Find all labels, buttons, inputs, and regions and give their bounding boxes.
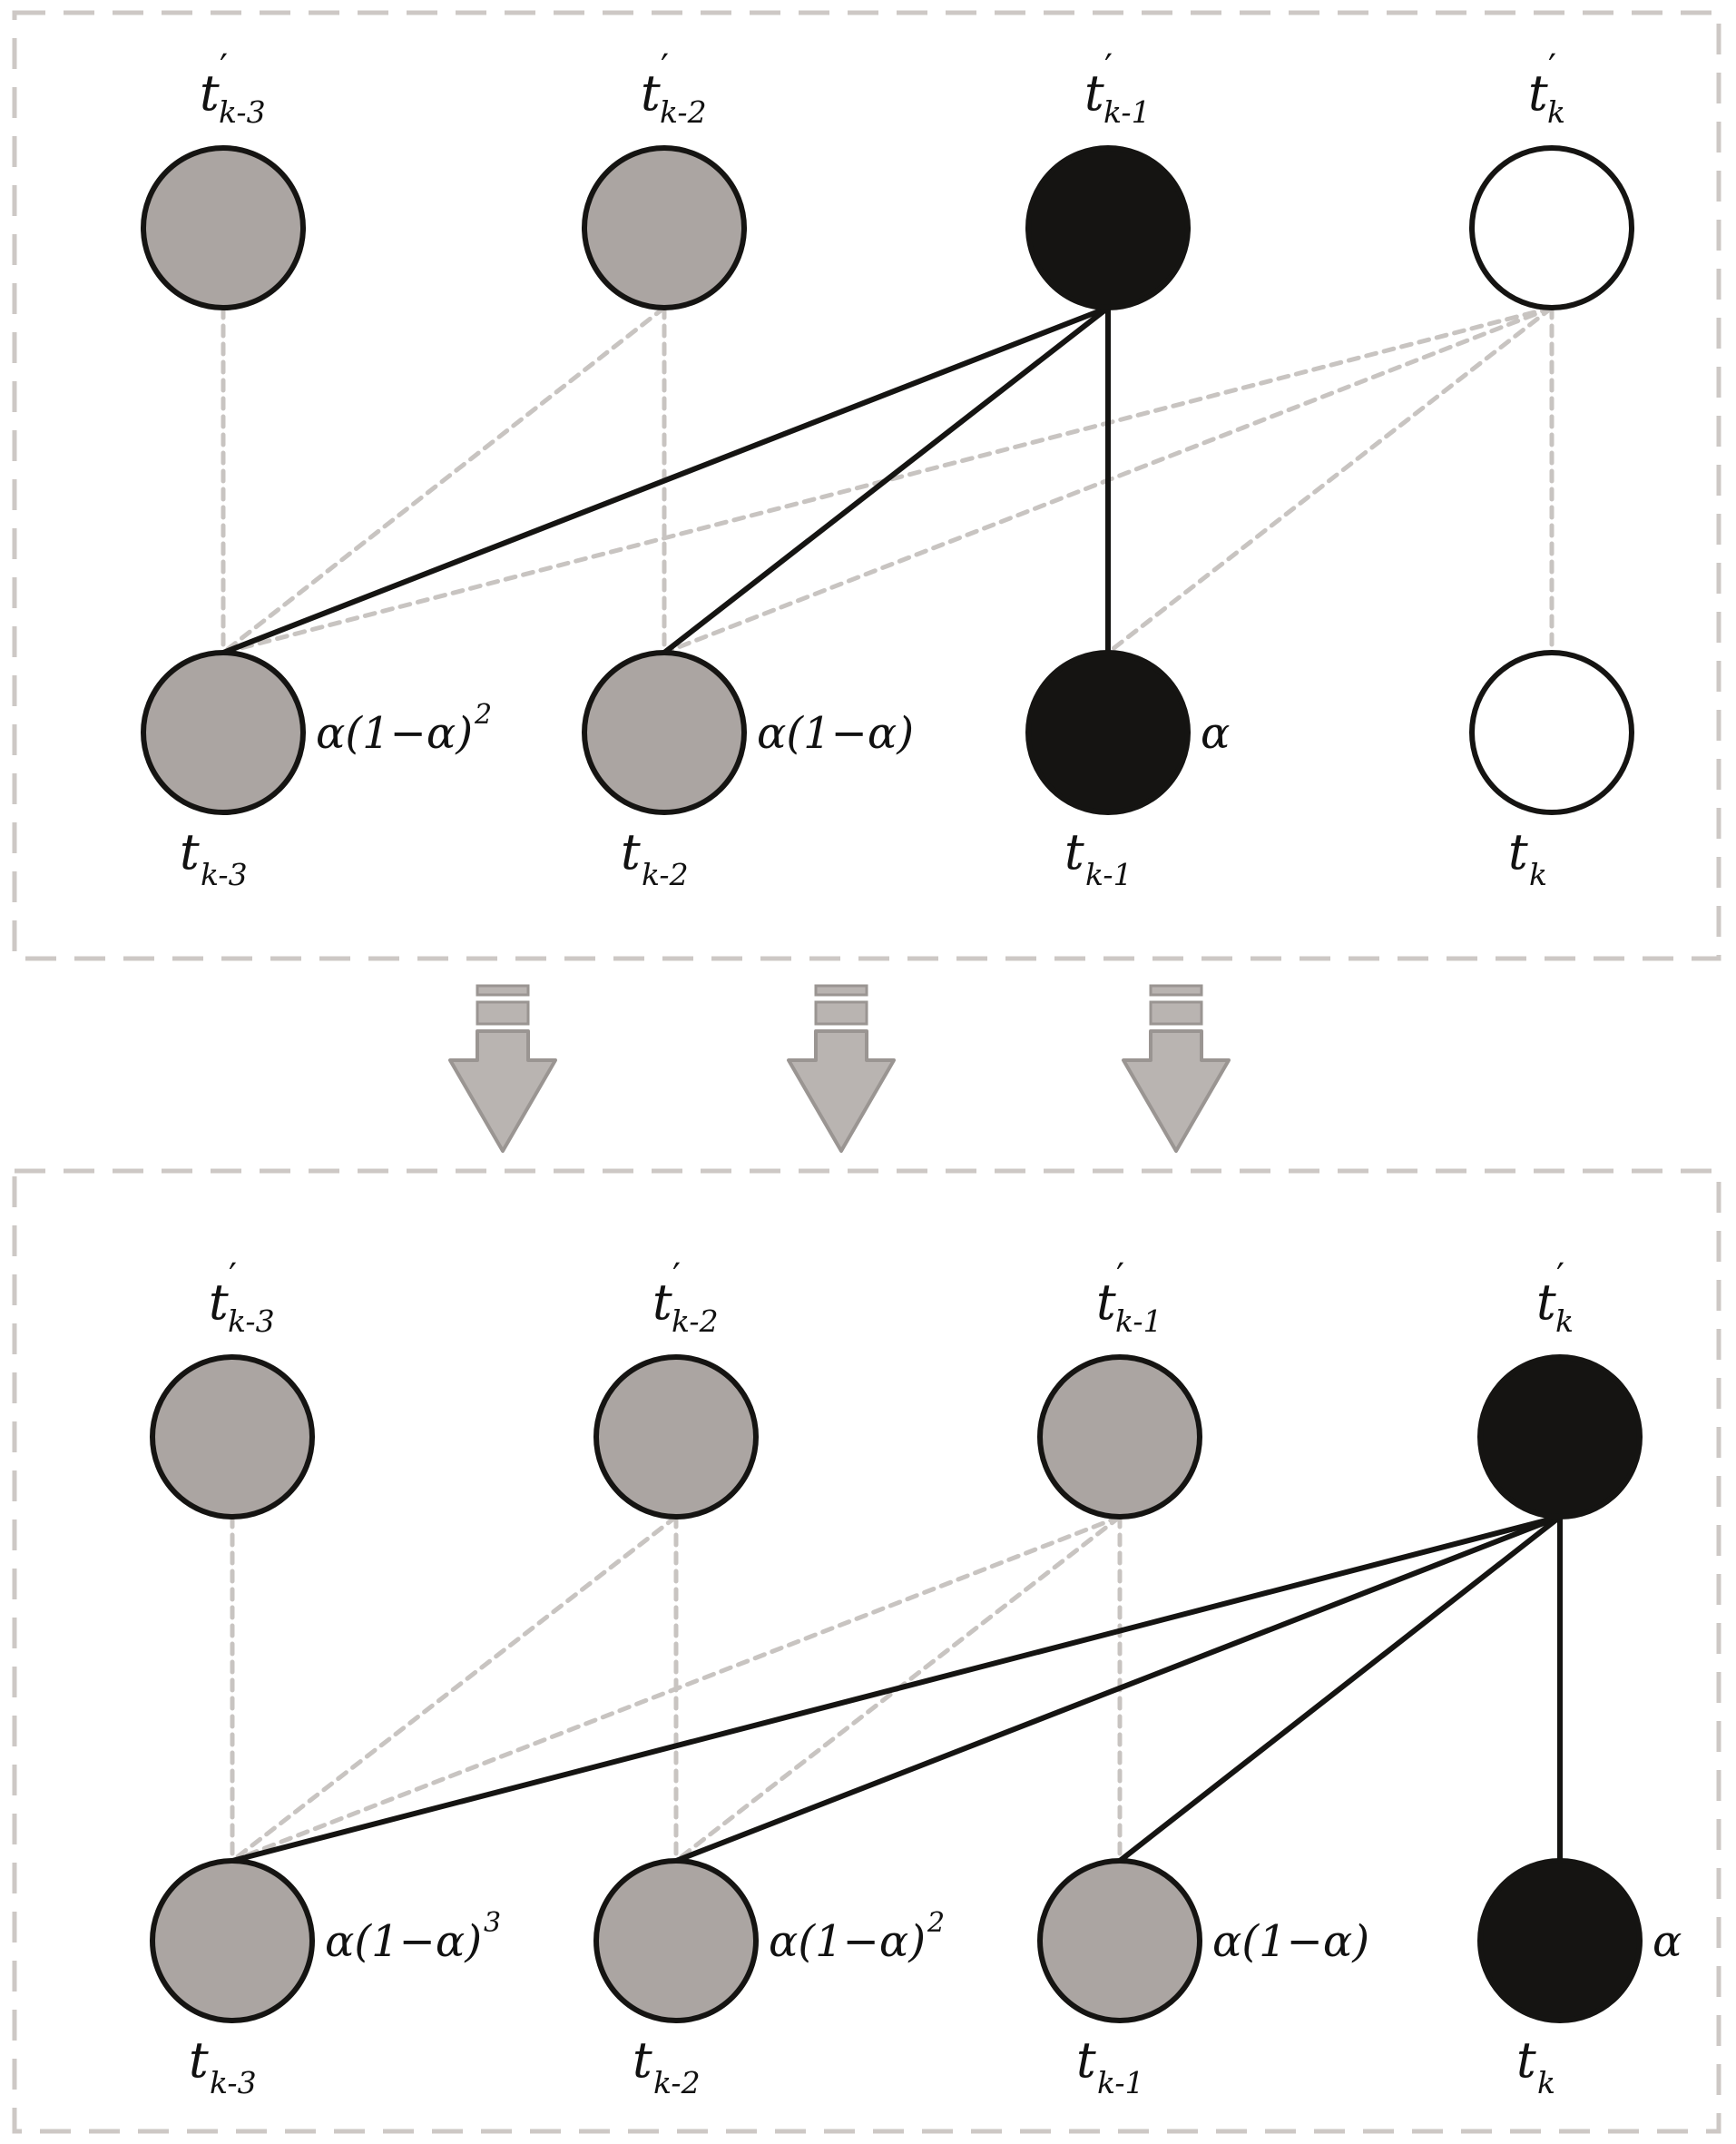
top-node-k-1 <box>1025 145 1191 310</box>
node-weight: α <box>1653 1916 1682 1967</box>
arrow-head <box>448 1029 557 1153</box>
top-node-prime: ′ <box>1104 47 1113 89</box>
bottom-node-subscript: k <box>1529 857 1547 892</box>
top-node-subscript: k-3 <box>228 1303 275 1339</box>
bottom-node-label: t <box>1508 823 1528 880</box>
bottom-node-subscript: k-3 <box>210 2065 257 2100</box>
down-arrow-icon <box>787 984 896 1153</box>
dashed-edge <box>1105 305 1555 655</box>
bottom-node-label: t <box>180 823 200 880</box>
top-node-label: t <box>200 64 220 122</box>
bottom-node-subscript: k-2 <box>653 2065 701 2100</box>
bottom-node-subscript: k-3 <box>201 857 248 892</box>
bottom-node-label: t <box>1076 2031 1096 2089</box>
top-node-label: t <box>641 64 661 122</box>
node-weight-exponent: 2 <box>474 699 492 731</box>
down-arrow-icon <box>448 984 557 1153</box>
down-arrow-icon <box>1122 984 1231 1153</box>
bottom-node-k-1 <box>1025 650 1191 815</box>
top-node-label: t <box>209 1274 229 1331</box>
top-node-k-1 <box>1037 1354 1202 1519</box>
top-node-k <box>1469 145 1634 310</box>
top-node-subscript: k-1 <box>1103 94 1151 130</box>
top-node-subscript: k-2 <box>660 94 707 130</box>
top-node-subscript: k <box>1555 1303 1574 1339</box>
top-node-prime: ′ <box>1116 1256 1124 1298</box>
bottom-node-label: t <box>633 2031 652 2089</box>
top-node-subscript: k <box>1547 94 1565 130</box>
arrow-head <box>787 1029 896 1153</box>
bottom-node-k-3 <box>141 650 306 815</box>
top-node-k-3 <box>150 1354 315 1519</box>
bottom-node-subscript: k-1 <box>1085 857 1133 892</box>
panel-border <box>12 1168 1721 2134</box>
top-node-label: t <box>652 1274 672 1331</box>
node-weight: α(1−α) <box>316 708 473 759</box>
top-node-label: t <box>1084 64 1104 122</box>
top-node-k <box>1477 1354 1643 1519</box>
bottom-node-label: t <box>1064 823 1084 880</box>
arrow-stripe <box>814 1000 868 1026</box>
bottom-node-k <box>1469 650 1634 815</box>
bottom-node-subscript: k-2 <box>642 857 689 892</box>
dashed-edge <box>230 1514 679 1864</box>
top-node-prime: ′ <box>672 1256 681 1298</box>
arrow-stripe <box>1149 1000 1203 1026</box>
node-weight: α(1−α) <box>769 1916 926 1967</box>
top-node-label: t <box>1096 1274 1116 1331</box>
top-node-prime: ′ <box>220 47 228 89</box>
top-node-subscript: k-2 <box>672 1303 719 1339</box>
solid-edge <box>230 1514 1563 1864</box>
top-node-label: t <box>1528 64 1548 122</box>
bottom-node-label: t <box>621 823 641 880</box>
node-weight: α(1−α) <box>757 708 914 759</box>
top-node-subscript: k-3 <box>219 94 266 130</box>
bottom-node-k-2 <box>582 650 747 815</box>
solid-edge <box>662 305 1111 655</box>
arrow-stripe <box>476 1000 530 1026</box>
node-weight-exponent: 3 <box>484 1907 501 1939</box>
top-node-prime: ′ <box>661 47 669 89</box>
top-node-prime: ′ <box>1548 47 1556 89</box>
solid-edge <box>1117 1514 1563 1864</box>
top-node-prime: ′ <box>1556 1256 1564 1298</box>
top-node-subscript: k-1 <box>1115 1303 1162 1339</box>
node-weight: α(1−α) <box>1212 1916 1369 1967</box>
bottom-node-k-3 <box>150 1858 315 2023</box>
node-weight: α <box>1201 708 1230 759</box>
bottom-node-subscript: k <box>1537 2065 1555 2100</box>
bottom-node-k-2 <box>593 1858 759 2023</box>
bottom-node-label: t <box>1516 2031 1536 2089</box>
dashed-edge <box>221 305 1555 655</box>
solid-edge <box>673 1514 1563 1864</box>
top-node-label: t <box>1536 1274 1556 1331</box>
panel-border <box>12 10 1721 961</box>
arrow-head <box>1122 1029 1231 1153</box>
top-node-k-3 <box>141 145 306 310</box>
arrow-stripe <box>814 984 868 997</box>
bottom-node-k <box>1477 1858 1643 2023</box>
top-node-prime: ′ <box>229 1256 237 1298</box>
arrow-stripe <box>1149 984 1203 997</box>
dashed-edge <box>230 1514 1123 1864</box>
bottom-node-subscript: k-1 <box>1097 2065 1144 2100</box>
top-node-k-2 <box>582 145 747 310</box>
bottom-node-label: t <box>189 2031 209 2089</box>
top-node-k-2 <box>593 1354 759 1519</box>
arrow-stripe <box>476 984 530 997</box>
solid-edge <box>221 305 1111 655</box>
node-weight: α(1−α) <box>325 1916 482 1967</box>
dashed-edge <box>221 305 667 655</box>
node-weight-exponent: 2 <box>927 1907 945 1939</box>
bottom-node-k-1 <box>1037 1858 1202 2023</box>
